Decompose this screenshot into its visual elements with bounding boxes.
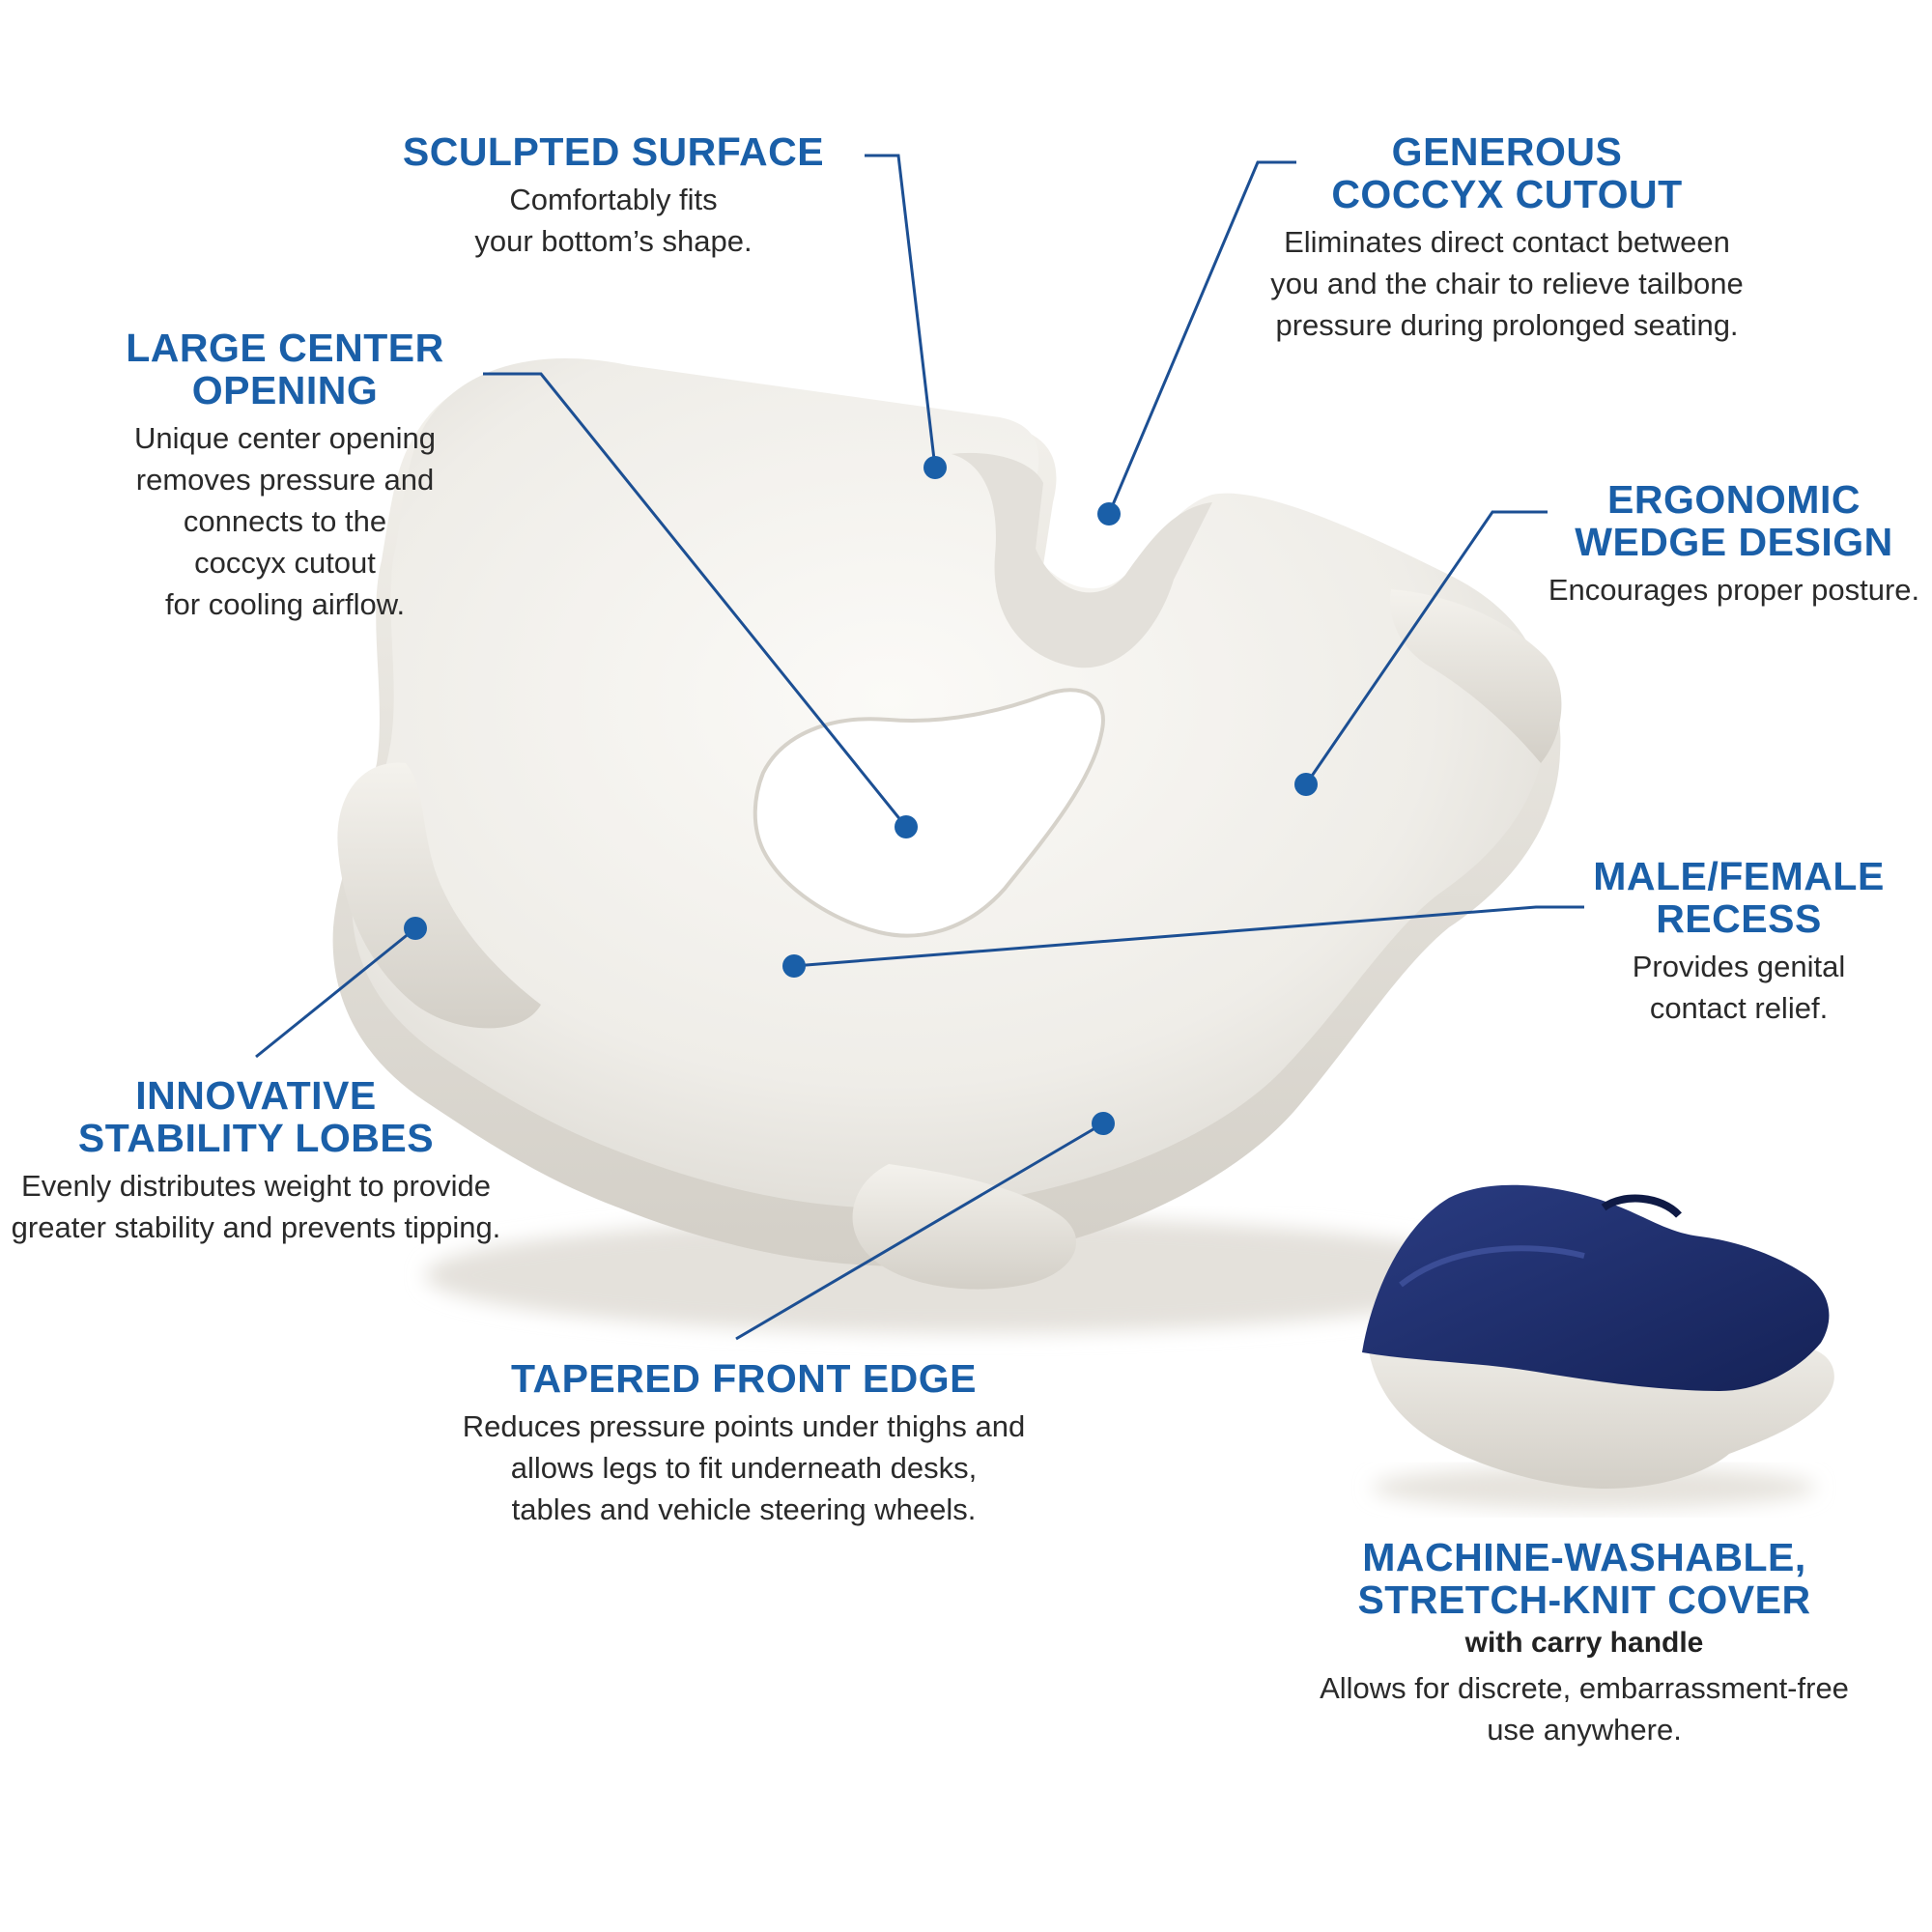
callout-description: Comfortably fits your bottom’s shape. <box>357 179 869 262</box>
carry-handle-icon <box>1601 1194 1682 1218</box>
callout-washable-cover: MACHINE-WASHABLE,STRETCH-KNIT COVER with… <box>1314 1536 1855 1750</box>
center-opening <box>753 688 1105 938</box>
text-line: Eliminates direct contact between <box>1284 225 1730 259</box>
leader-sculpted <box>865 154 937 469</box>
text-line: tables and vehicle steering wheels. <box>511 1492 977 1526</box>
callout-sculpted-surface: SCULPTED SURFACE Comfortably fits your bo… <box>357 130 869 262</box>
covered-cushion <box>1362 1184 1834 1509</box>
dot-center <box>895 815 918 838</box>
text-line: RECESS <box>1656 896 1822 941</box>
text-line: Allows for discrete, embarrassment-free <box>1320 1671 1849 1705</box>
text-line: allows legs to fit underneath desks, <box>510 1451 978 1485</box>
callout-subtitle: with carry handle <box>1464 1627 1704 1659</box>
callout-description: Evenly distributes weight to provide grea… <box>10 1165 502 1248</box>
callout-description: Encourages proper posture. <box>1541 569 1927 611</box>
text-line: you and the chair to relieve tailbone <box>1270 267 1744 300</box>
coccyx-channel <box>952 452 1212 668</box>
text-line: Unique center opening <box>134 421 436 455</box>
dot-front <box>1092 1112 1115 1135</box>
callout-description: Eliminates direct contact between you and… <box>1236 221 1777 346</box>
leader-lobes <box>255 926 416 1059</box>
text-line: Evenly distributes weight to provide <box>21 1169 491 1203</box>
leader-center <box>483 372 908 828</box>
dot-sculpted <box>923 456 947 479</box>
leader-front <box>735 1122 1104 1341</box>
text-line: Comfortably fits <box>509 183 718 216</box>
text-line: INNOVATIVE <box>135 1073 377 1118</box>
text-line: Provides genital <box>1632 950 1846 983</box>
text-line: GENEROUS <box>1391 129 1623 174</box>
callout-tapered-front-edge: TAPERED FRONT EDGE Reduces pressure poin… <box>454 1357 1034 1530</box>
text-line: Encourages proper posture. <box>1548 573 1920 607</box>
covered-fabric-highlight <box>1399 1245 1585 1288</box>
dot-coccyx <box>1097 502 1121 526</box>
leader-dots <box>404 456 1318 1135</box>
text-line: your bottom’s shape. <box>474 224 753 258</box>
text-line: for cooling airflow. <box>164 587 406 621</box>
left-stability-lobe <box>337 762 541 1029</box>
leader-recess <box>793 905 1584 968</box>
text-line: coccyx cutout <box>194 546 376 580</box>
right-stability-lobe <box>1390 589 1562 763</box>
dot-lobes <box>404 917 427 940</box>
text-line: MACHINE-WASHABLE, <box>1362 1535 1806 1579</box>
text-line: OPENING <box>191 368 379 412</box>
text-line: MALE/FEMALE <box>1593 854 1885 898</box>
callout-title: TAPERED FRONT EDGE <box>454 1357 1034 1400</box>
text-line: LARGE CENTER <box>126 326 444 370</box>
text-line: contact relief. <box>1649 991 1829 1025</box>
text-line: pressure during prolonged seating. <box>1275 308 1739 342</box>
main-cushion <box>332 357 1562 1333</box>
text-line: Reduces pressure points under thighs and <box>462 1409 1026 1443</box>
text-line: COCCYX CUTOUT <box>1331 172 1683 216</box>
callout-description: Allows for discrete, embarrassment-free u… <box>1314 1667 1855 1750</box>
text-line: use anywhere. <box>1487 1713 1682 1747</box>
leader-coccyx <box>1107 160 1296 515</box>
text-line: STABILITY LOBES <box>77 1116 435 1160</box>
callout-title: SCULPTED SURFACE <box>357 130 869 173</box>
leader-wedge <box>1304 510 1548 785</box>
callout-description: Provides genital contact relief. <box>1565 946 1913 1029</box>
dot-recess <box>782 954 806 978</box>
front-stability-lobe <box>852 1164 1077 1290</box>
text-line: connects to the <box>183 504 387 538</box>
dot-wedge <box>1294 773 1318 796</box>
text-line: SCULPTED SURFACE <box>402 129 825 174</box>
text-line: STRETCH-KNIT COVER <box>1357 1577 1811 1622</box>
text-line: WEDGE DESIGN <box>1575 520 1893 564</box>
callout-title: MACHINE-WASHABLE,STRETCH-KNIT COVER <box>1314 1536 1855 1621</box>
covered-fabric <box>1362 1184 1830 1391</box>
text-line: TAPERED FRONT EDGE <box>510 1356 978 1401</box>
text-line: greater stability and prevents tipping. <box>11 1210 501 1244</box>
leader-lines <box>255 154 1584 1341</box>
callout-description: Unique center opening removes pressure an… <box>77 417 493 625</box>
text-line: ERGONOMIC <box>1607 477 1861 522</box>
text-line: removes pressure and <box>135 463 435 497</box>
callout-description: Reduces pressure points under thighs and… <box>454 1406 1034 1530</box>
